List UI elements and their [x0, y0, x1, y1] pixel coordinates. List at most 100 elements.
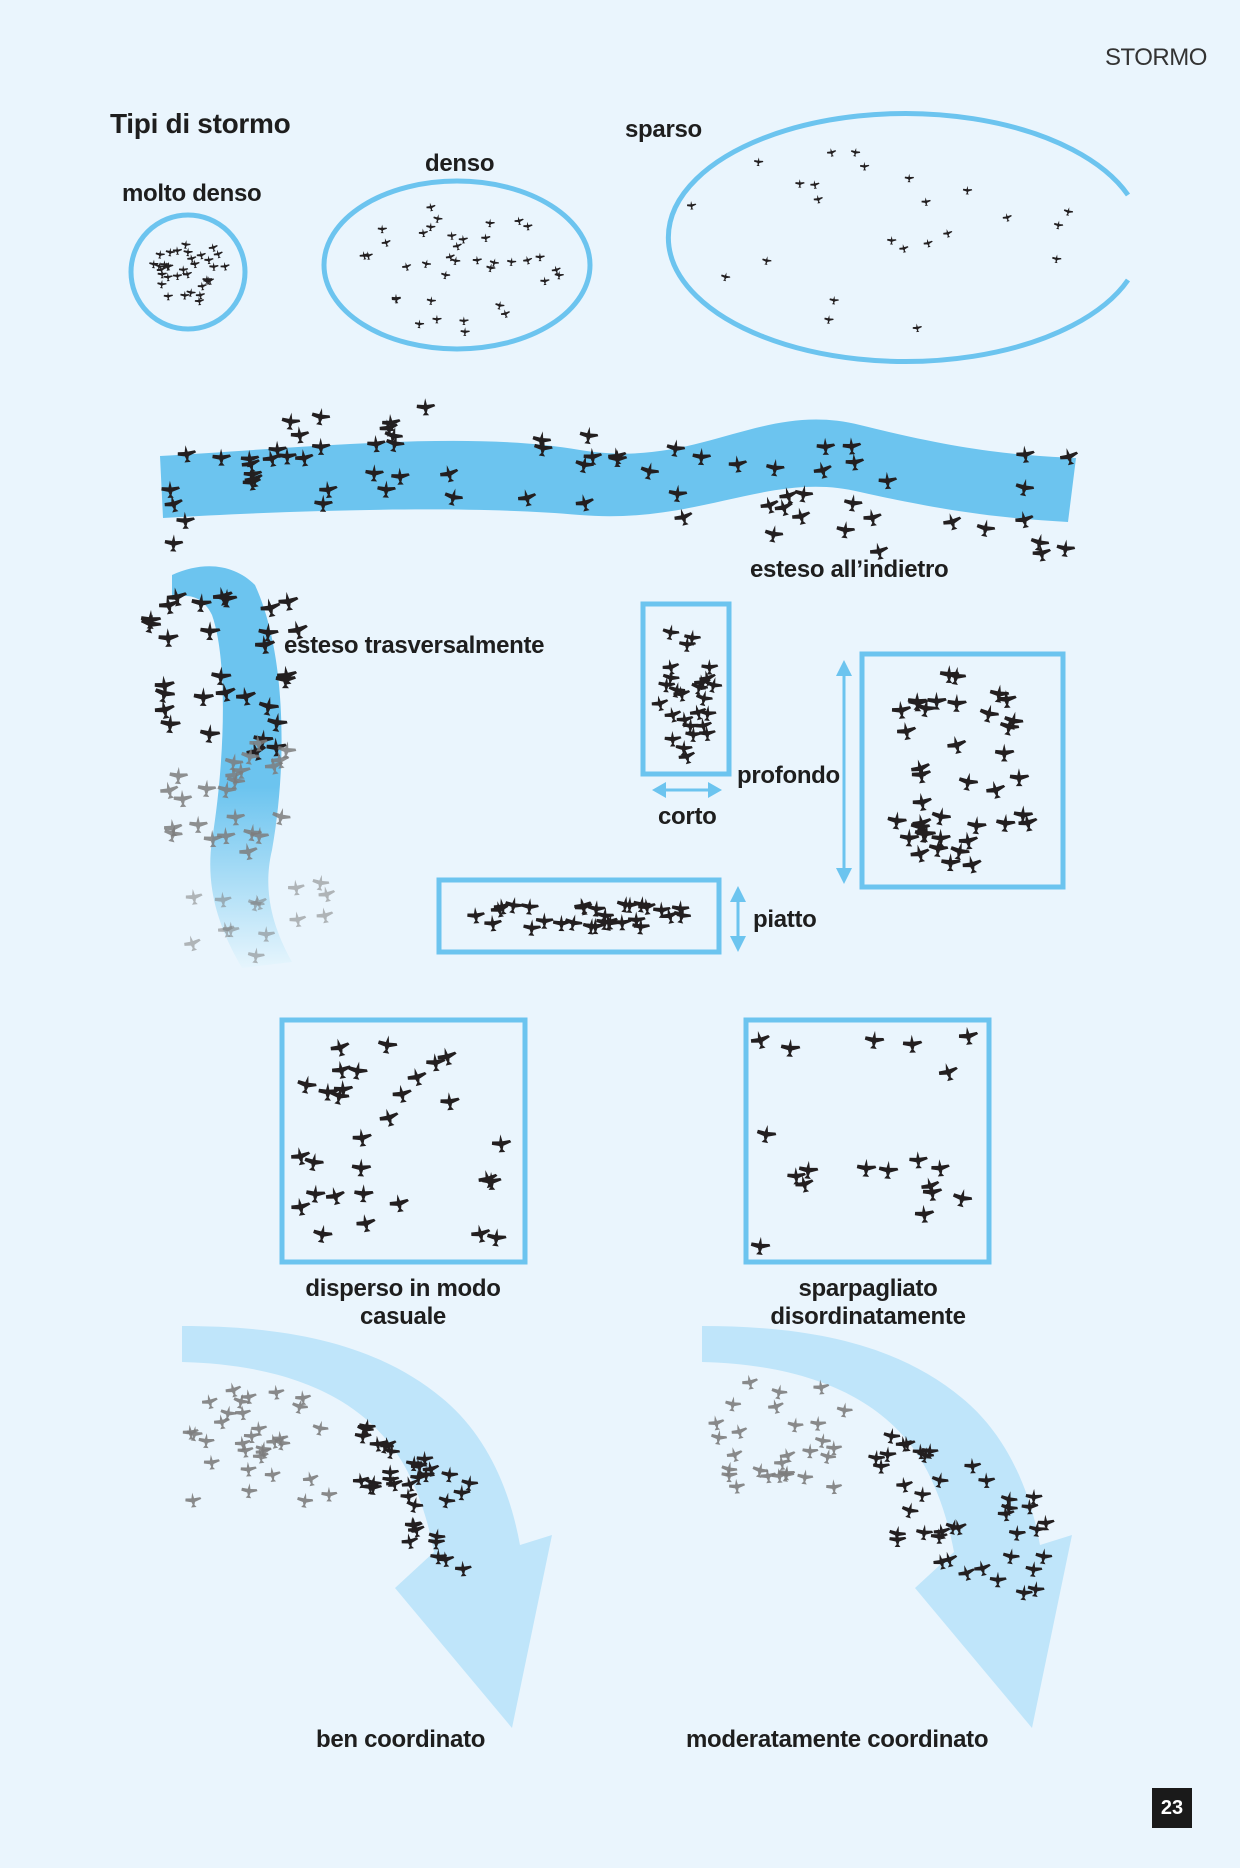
bird-silhouette-icon — [910, 844, 930, 863]
bird-silhouette-icon — [989, 684, 1010, 703]
bird-silhouette-icon — [433, 214, 443, 224]
bird-silhouette-icon — [235, 1405, 252, 1421]
bird-silhouette-icon — [173, 789, 193, 808]
bird-silhouette-icon — [1035, 1548, 1053, 1565]
bird-silhouette-icon — [1027, 1581, 1045, 1597]
bird-silhouette-icon — [994, 743, 1015, 762]
bird-silhouette-icon — [964, 1457, 982, 1474]
bird-silhouette-icon — [447, 231, 457, 240]
bird-silhouette-icon — [416, 1450, 434, 1467]
bird-silhouette-icon — [318, 886, 336, 903]
bird-silhouette-icon — [1015, 478, 1035, 497]
bird-silhouette-icon — [902, 1034, 923, 1053]
bird-silhouette-icon — [441, 1466, 459, 1483]
bird-silhouette-icon — [241, 1483, 258, 1499]
bird-silhouette-icon — [304, 1152, 324, 1172]
bird-silhouette-icon — [440, 1092, 460, 1111]
bird-silhouette-icon — [958, 1026, 979, 1045]
bird-silhouette-icon — [945, 1519, 963, 1535]
bird-silhouette-icon — [169, 766, 189, 785]
bird-silhouette-icon — [661, 907, 679, 924]
bird-silhouette-icon — [721, 272, 731, 282]
bird-silhouette-icon — [535, 252, 545, 262]
bird-silhouette-icon — [352, 1128, 372, 1147]
bird-silhouette-icon — [445, 252, 455, 262]
bird-silhouette-icon — [921, 1443, 939, 1459]
bird-silhouette-icon — [551, 265, 561, 275]
bird-silhouette-icon — [215, 683, 236, 702]
bird-silhouette-icon — [224, 753, 244, 771]
bird-silhouette-icon — [878, 1160, 899, 1179]
bird-silhouette-icon — [363, 251, 373, 260]
label-denso: denso — [425, 150, 495, 177]
bird-silhouette-icon — [267, 712, 288, 732]
bird-silhouette-icon — [678, 748, 696, 765]
bird-silhouette-icon — [668, 682, 686, 698]
outline-denso — [321, 178, 593, 352]
bird-silhouette-icon — [196, 250, 206, 260]
bird-silhouette-icon — [699, 705, 717, 722]
bird-silhouette-icon — [325, 1187, 345, 1206]
bird-silhouette-icon — [506, 257, 517, 267]
bird-silhouette-icon — [428, 1528, 446, 1545]
bird-silhouette-icon — [564, 914, 583, 932]
bird-silhouette-icon — [914, 1486, 932, 1502]
double-arrow-icon — [652, 782, 722, 798]
bird-silhouette-icon — [664, 706, 682, 723]
bird-silhouette-icon — [535, 912, 554, 929]
bird-silhouette-icon — [252, 1448, 269, 1464]
bird-silhouette-icon — [633, 896, 652, 913]
label-ben-coordinato: ben coordinato — [316, 1726, 486, 1753]
bird-silhouette-icon — [824, 315, 834, 324]
bird-silhouette-icon — [540, 276, 550, 286]
bird-silhouette-icon — [692, 447, 712, 466]
bird-silhouette-icon — [160, 781, 179, 799]
bird-silhouette-icon — [915, 1524, 934, 1541]
bird-silhouette-icon — [208, 243, 218, 252]
bird-silhouette-icon — [673, 907, 692, 924]
box-disperso — [279, 1017, 528, 1265]
bird-silhouette-icon — [290, 426, 310, 444]
bird-silhouette-icon — [500, 309, 511, 318]
bird-silhouette-icon — [391, 467, 410, 485]
box-corto — [640, 601, 732, 777]
bird-silhouette-icon — [211, 666, 232, 686]
bird-silhouette-icon — [921, 1177, 940, 1195]
bird-silhouette-icon — [878, 471, 898, 490]
bird-silhouette-icon — [795, 1175, 814, 1193]
bird-silhouette-icon — [879, 1446, 897, 1463]
bird-silhouette-icon — [209, 262, 219, 271]
bird-silhouette-icon — [156, 265, 166, 274]
bird-silhouette-icon — [673, 685, 691, 702]
bird-silhouette-icon — [214, 891, 232, 908]
bird-silhouette-icon — [694, 674, 711, 691]
bird-silhouette-icon — [554, 270, 564, 280]
bird-silhouette-icon — [726, 1447, 743, 1463]
bird-silhouette-icon — [699, 670, 716, 687]
box-sparpagliato — [743, 1017, 992, 1265]
bird-silhouette-icon — [416, 398, 436, 416]
bird-silhouette-icon — [938, 1063, 958, 1082]
bird-silhouette-icon — [240, 1389, 257, 1405]
bird-silhouette-icon — [352, 1472, 370, 1489]
bird-silhouette-icon — [495, 301, 505, 310]
bird-silhouette-icon — [671, 900, 690, 917]
bird-silhouette-icon — [186, 1426, 203, 1442]
bird-silhouette-icon — [952, 1189, 973, 1208]
bird-silhouette-icon — [505, 896, 523, 914]
bird-silhouette-icon — [872, 1458, 891, 1474]
bird-silhouette-icon — [163, 291, 174, 301]
bird-silhouette-icon — [910, 817, 931, 836]
bird-silhouette-icon — [691, 679, 709, 695]
bird-silhouette-icon — [863, 508, 882, 527]
bird-silhouette-icon — [292, 1399, 309, 1415]
bird-silhouette-icon — [967, 816, 987, 835]
bird-silhouette-icon — [217, 921, 235, 938]
bird-silhouette-icon — [278, 591, 299, 611]
bird-silhouette-icon — [249, 734, 268, 752]
bird-silhouette-icon — [523, 255, 533, 265]
bird-silhouette-icon — [426, 222, 436, 232]
outline-sparso — [665, 111, 1131, 364]
bird-silhouette-icon — [441, 270, 451, 280]
